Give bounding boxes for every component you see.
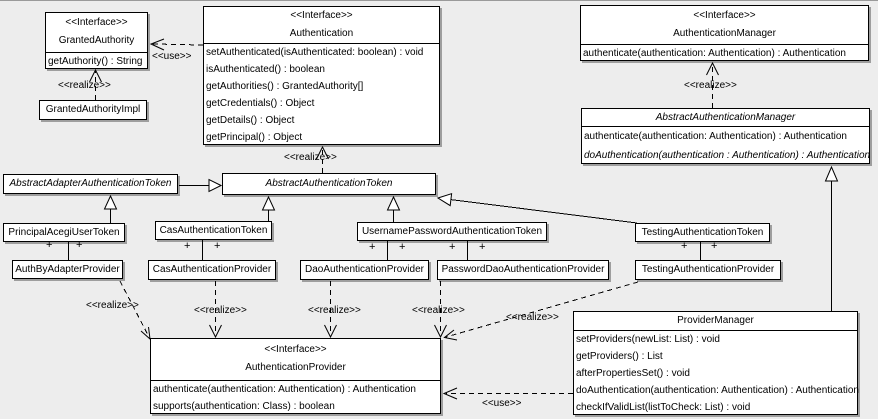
association-end-label: + <box>449 241 456 253</box>
association-end-label: + <box>369 241 376 253</box>
realize-stereotype-label: <<realize>> <box>506 312 559 323</box>
stereotype-label: <<Interface>> <box>290 10 353 21</box>
class-name: DaoAuthenticationProvider <box>305 264 424 275</box>
realize-stereotype-label: <<realize>> <box>86 300 139 311</box>
realize-stereotype-label: <<realize>> <box>284 152 337 163</box>
association-end-label: + <box>76 239 83 251</box>
association-end-label: + <box>479 241 486 253</box>
class-auth-by-adapter-provider[interactable]: AuthByAdapterProvider <box>12 260 123 279</box>
class-name: AuthenticationManager <box>673 28 776 39</box>
method-label: isAuthenticated() : boolean <box>206 64 325 75</box>
stereotype-label: <<Interface>> <box>65 17 128 28</box>
association-end-label: + <box>681 240 688 252</box>
association-end-label: + <box>711 240 718 252</box>
realize-stereotype-label: <<realize>> <box>308 305 361 316</box>
class-name: GrantedAuthority <box>58 35 135 46</box>
method-label: getCredentials() : Object <box>206 98 315 109</box>
generalization-arrow <box>179 178 223 193</box>
method-label: doAuthentication(authentication: Authent… <box>576 385 859 396</box>
class-header: <<Interface>> AuthenticationManager <box>581 6 868 45</box>
generalization-arrow <box>386 195 401 222</box>
class-abstract-adapter-authentication-token[interactable]: AbstractAdapterAuthenticationToken <box>3 174 178 194</box>
class-name: AuthByAdapterProvider <box>15 264 120 275</box>
method-label: setAuthenticated(isAuthenticated: boolea… <box>206 47 424 58</box>
class-name: GrantedAuthorityImpl <box>45 104 141 115</box>
method-label: authenticate(authentication: Authenticat… <box>583 48 846 59</box>
method-label: checkIfValidList(listToCheck: List) : vo… <box>576 402 751 413</box>
association-end-label: + <box>46 239 53 251</box>
class-header: ProviderManager <box>574 312 857 331</box>
class-authentication[interactable]: <<Interface>> Authentication setAuthenti… <box>203 6 440 145</box>
method-label: getAuthority() : String <box>48 56 143 67</box>
class-cas-authentication-token[interactable]: CasAuthenticationToken <box>155 221 272 240</box>
realize-stereotype-label: <<realize>> <box>58 80 111 91</box>
class-cas-authentication-provider[interactable]: CasAuthenticationProvider <box>148 260 276 280</box>
association-end-label: + <box>214 240 221 252</box>
class-granted-authority[interactable]: <<Interface>> GrantedAuthority getAuthor… <box>45 12 148 69</box>
method-label: supports(authentication: Class) : boolea… <box>153 401 335 412</box>
generalization-arrow <box>261 195 276 221</box>
generalization-arrow <box>824 165 839 311</box>
method-label: authenticate(authentication: Authenticat… <box>153 384 416 395</box>
class-header: AbstractAuthenticationManager <box>582 109 869 127</box>
class-name: TestingAuthenticationProvider <box>641 264 775 275</box>
class-dao-authentication-provider[interactable]: DaoAuthenticationProvider <box>300 260 429 280</box>
method-label: authenticate(authentication: Authenticat… <box>584 131 847 142</box>
class-abstract-authentication-manager[interactable]: AbstractAuthenticationManager authentica… <box>581 108 870 164</box>
class-header: <<Interface>> AuthenticationProvider <box>151 339 440 381</box>
method-label: setProviders(newList: List) : void <box>576 334 720 345</box>
generalization-arrow <box>436 192 638 224</box>
class-name: CasAuthenticationProvider <box>152 264 272 275</box>
class-name: PrincipalAcegiUserToken <box>8 227 120 238</box>
class-name: PasswordDaoAuthenticationProvider <box>441 264 605 275</box>
class-username-password-authentication-token[interactable]: UsernamePasswordAuthenticationToken <box>357 222 547 241</box>
class-testing-authentication-provider[interactable]: TestingAuthenticationProvider <box>635 260 781 280</box>
method-label: getProviders() : List <box>576 351 663 362</box>
association-end-label: + <box>399 241 406 253</box>
class-provider-manager[interactable]: ProviderManager setProviders(newList: Li… <box>573 311 859 415</box>
method-label: doAuthentication(authentication : Authen… <box>584 150 870 161</box>
class-header: <<Interface>> GrantedAuthority <box>46 13 147 53</box>
class-granted-authority-impl[interactable]: GrantedAuthorityImpl <box>39 100 147 120</box>
use-dependency-arrow <box>149 38 204 51</box>
class-name: AbstractAuthenticationToken <box>265 178 393 189</box>
class-authentication-provider[interactable]: <<Interface>> AuthenticationProvider aut… <box>150 338 441 414</box>
use-stereotype-label: <<use>> <box>152 51 192 62</box>
stereotype-label: <<Interface>> <box>693 10 756 21</box>
class-principal-acegi-user-token[interactable]: PrincipalAcegiUserToken <box>3 223 125 242</box>
class-name: AbstractAuthenticationManager <box>655 112 796 123</box>
method-label: getAuthorities() : GrantedAuthority[] <box>206 81 364 92</box>
method-label: getPrincipal() : Object <box>206 132 303 143</box>
use-stereotype-label: <<use>> <box>482 398 522 409</box>
realize-stereotype-label: <<realize>> <box>412 305 465 316</box>
class-authentication-manager[interactable]: <<Interface>> AuthenticationManager auth… <box>580 5 869 61</box>
class-password-dao-authentication-provider[interactable]: PasswordDaoAuthenticationProvider <box>437 260 609 280</box>
class-name: AuthenticationProvider <box>245 362 346 373</box>
class-name: UsernamePasswordAuthenticationToken <box>361 226 543 237</box>
realize-stereotype-label: <<realize>> <box>194 305 247 316</box>
class-name: TestingAuthenticationToken <box>641 227 764 238</box>
method-label: getDetails() : Object <box>206 115 295 126</box>
class-name: AbstractAdapterAuthenticationToken <box>9 178 172 189</box>
stereotype-label: <<Interface>> <box>264 344 327 355</box>
class-name: ProviderManager <box>677 315 754 326</box>
class-abstract-authentication-token[interactable]: AbstractAuthenticationToken <box>222 173 436 195</box>
method-label: afterPropertiesSet() : void <box>576 368 690 379</box>
realize-stereotype-label: <<realize>> <box>684 80 737 91</box>
association-end-label: + <box>184 240 191 252</box>
generalization-arrow <box>103 194 118 223</box>
class-name: Authentication <box>289 28 354 39</box>
class-header: <<Interface>> Authentication <box>204 7 439 44</box>
class-name: CasAuthenticationToken <box>159 225 268 236</box>
class-testing-authentication-token[interactable]: TestingAuthenticationToken <box>635 223 770 242</box>
